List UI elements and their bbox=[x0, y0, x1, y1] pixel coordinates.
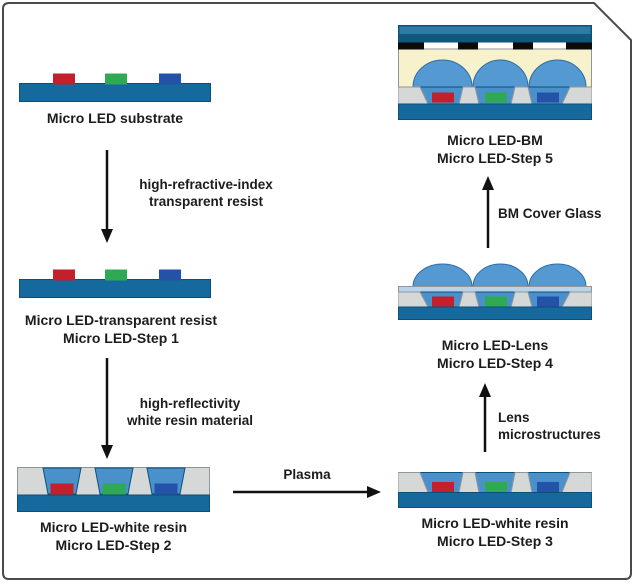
label-line: high-refractive-index bbox=[139, 177, 273, 192]
caption-line: Micro LED-Step 5 bbox=[437, 150, 553, 166]
step3-figure bbox=[398, 472, 592, 508]
step4-caption: Micro LED-Lens Micro LED-Step 4 bbox=[398, 336, 592, 372]
red-chip bbox=[432, 482, 454, 492]
label-line: BM Cover Glass bbox=[498, 206, 602, 221]
lens-dome bbox=[528, 59, 587, 88]
step1-caption: Micro LED-transparent resist Micro LED-S… bbox=[16, 311, 226, 347]
black-matrix-segment bbox=[398, 42, 424, 50]
caption-line: Micro LED-Step 3 bbox=[437, 533, 553, 549]
black-matrix-segment bbox=[458, 42, 478, 50]
blue-chip bbox=[159, 73, 181, 85]
red-chip bbox=[50, 483, 74, 495]
green-chip bbox=[105, 73, 127, 85]
black-matrix-segment bbox=[566, 42, 592, 50]
step5-caption: Micro LED-BM Micro LED-Step 5 bbox=[398, 131, 592, 167]
red-chip bbox=[432, 92, 454, 103]
caption-line: Micro LED substrate bbox=[46, 110, 184, 126]
step5-figure bbox=[398, 25, 592, 120]
label-line: white resin material bbox=[126, 413, 254, 428]
red-chip bbox=[53, 73, 75, 85]
caption-line: Micro LED-BM bbox=[447, 132, 543, 148]
label-line: microstructures bbox=[498, 427, 601, 442]
green-chip bbox=[485, 296, 507, 307]
substrate-bar bbox=[398, 306, 592, 320]
lens-dome bbox=[528, 263, 587, 287]
caption-line: Micro LED-white resin bbox=[39, 519, 188, 535]
red-chip bbox=[53, 269, 75, 281]
lens-arrow-label: Lens microstructures bbox=[498, 409, 630, 443]
blue-chip bbox=[537, 296, 559, 307]
down-arrow-icon bbox=[101, 358, 113, 459]
label-line: Lens bbox=[498, 410, 530, 425]
caption-line: Micro LED-white resin bbox=[421, 515, 569, 531]
step4-figure bbox=[398, 263, 592, 320]
lens-dome bbox=[472, 59, 529, 88]
caption-line: Micro LED-Lens bbox=[441, 337, 549, 353]
white-resin-wall bbox=[561, 86, 592, 105]
step3-caption: Micro LED-white resin Micro LED-Step 3 bbox=[398, 514, 592, 550]
blue-chip bbox=[154, 483, 178, 495]
substrate-bar bbox=[398, 492, 592, 508]
label-line: high-reflectivity bbox=[139, 396, 241, 411]
up-arrow-icon bbox=[482, 176, 494, 248]
green-chip bbox=[485, 482, 507, 492]
lens-dome bbox=[412, 263, 473, 287]
down-arrow-icon bbox=[101, 150, 113, 243]
substrate-bar bbox=[398, 103, 592, 120]
lens-dome bbox=[412, 59, 473, 88]
cover-glass-highlight bbox=[399, 26, 591, 34]
caption-line: Micro LED-Step 2 bbox=[55, 537, 172, 553]
white-resin-wall bbox=[561, 472, 592, 493]
blue-chip bbox=[537, 482, 559, 492]
green-chip bbox=[102, 483, 126, 495]
white-resin-arrow-label: high-reflectivity white resin material bbox=[102, 395, 278, 429]
green-chip bbox=[105, 269, 127, 281]
blue-chip bbox=[159, 269, 181, 281]
blue-chip bbox=[537, 92, 559, 103]
red-chip bbox=[432, 296, 454, 307]
step2-caption: Micro LED-white resin Micro LED-Step 2 bbox=[17, 518, 210, 554]
up-arrow-icon bbox=[479, 383, 491, 452]
right-arrow-icon bbox=[233, 486, 381, 498]
step2-figure bbox=[17, 467, 210, 512]
lens-dome bbox=[472, 263, 529, 287]
black-matrix-segment bbox=[513, 42, 533, 50]
resist-arrow-label: high-refractive-index transparent resist bbox=[120, 176, 292, 210]
label-line: transparent resist bbox=[148, 194, 264, 209]
substrate-bar bbox=[17, 494, 210, 512]
white-resin-wall bbox=[561, 291, 592, 308]
bm-arrow-label: BM Cover Glass bbox=[498, 205, 634, 222]
green-chip bbox=[485, 92, 507, 103]
plasma-arrow-label: Plasma bbox=[257, 466, 357, 483]
substrate-figure bbox=[19, 73, 211, 102]
caption-line: Micro LED-Step 1 bbox=[63, 330, 179, 346]
step1-figure bbox=[19, 269, 211, 298]
caption-line: Micro LED-Step 4 bbox=[437, 355, 553, 371]
label-line: Plasma bbox=[283, 467, 331, 482]
substrate-caption: Micro LED substrate bbox=[19, 109, 211, 127]
caption-line: Micro LED-transparent resist bbox=[24, 312, 218, 328]
